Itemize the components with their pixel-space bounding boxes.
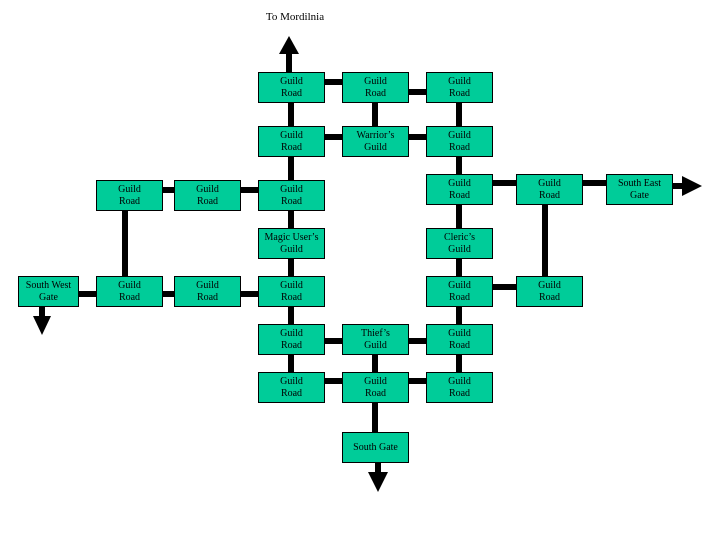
room-guild-road[interactable]: Guild Road [174,276,241,307]
room-guild-road[interactable]: Guild Road [258,180,325,211]
room-guild-road[interactable]: Guild Road [258,72,325,103]
exit-label-north: To Mordilnia [265,11,325,23]
room-magic-users-guild[interactable]: Magic User’s Guild [258,228,325,259]
arrow-up-icon [279,36,299,73]
room-warriors-guild[interactable]: Warrior’s Guild [342,126,409,157]
room-guild-road[interactable]: Guild Road [258,276,325,307]
room-guild-road[interactable]: Guild Road [426,324,493,355]
room-guild-road[interactable]: Guild Road [258,372,325,403]
room-guild-road[interactable]: Guild Road [96,276,163,307]
room-guild-road[interactable]: Guild Road [516,174,583,205]
room-guild-road[interactable]: Guild Road [174,180,241,211]
arrow-down-icon [368,461,388,492]
room-guild-road[interactable]: Guild Road [426,72,493,103]
room-south-east-gate[interactable]: South East Gate [606,174,673,205]
room-south-gate[interactable]: South Gate [342,432,409,463]
arrow-down-icon [33,305,51,335]
room-guild-road[interactable]: Guild Road [516,276,583,307]
room-guild-road[interactable]: Guild Road [342,372,409,403]
room-guild-road[interactable]: Guild Road [258,126,325,157]
room-guild-road[interactable]: Guild Road [426,174,493,205]
room-guild-road[interactable]: Guild Road [258,324,325,355]
room-thiefs-guild[interactable]: Thief’s Guild [342,324,409,355]
room-south-west-gate[interactable]: South West Gate [18,276,79,307]
room-guild-road[interactable]: Guild Road [426,372,493,403]
room-guild-road[interactable]: Guild Road [342,72,409,103]
room-guild-road[interactable]: Guild Road [426,276,493,307]
room-guild-road[interactable]: Guild Road [426,126,493,157]
room-guild-road[interactable]: Guild Road [96,180,163,211]
arrow-right-icon [672,176,702,196]
room-clerics-guild[interactable]: Cleric’s Guild [426,228,493,259]
